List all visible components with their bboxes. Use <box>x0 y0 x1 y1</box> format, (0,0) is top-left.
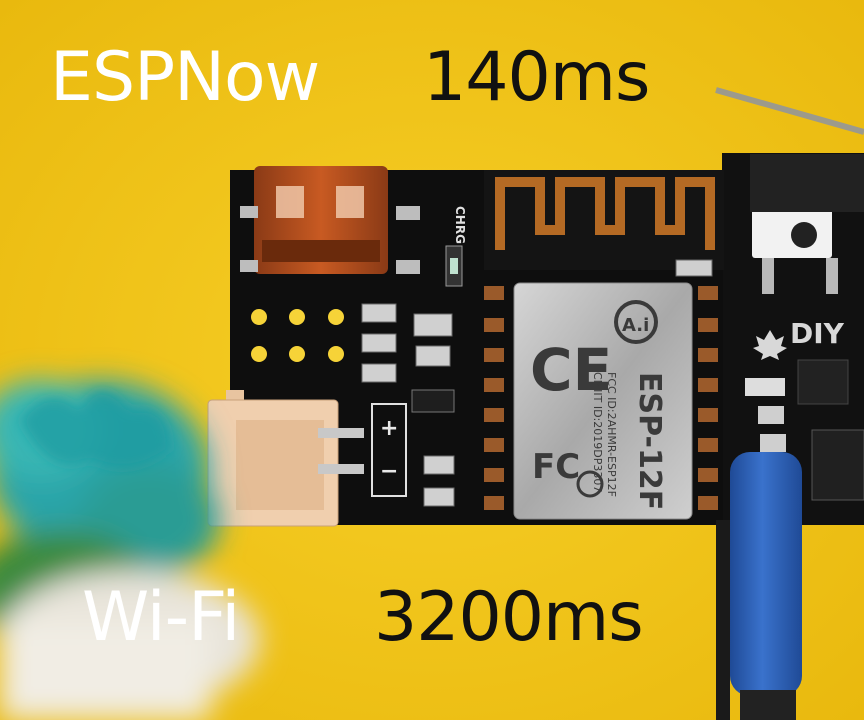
chrg-label: CHRG <box>453 206 467 244</box>
board-module-brand: A.i <box>622 315 649 336</box>
heatshrink-tube <box>730 452 802 696</box>
header-holes <box>251 309 344 362</box>
wire <box>715 87 864 135</box>
pcb-antenna <box>495 177 715 250</box>
module-model: ESP-12F <box>632 372 667 510</box>
maple-leaf-icon <box>753 330 787 360</box>
espnow-label: ESPNow <box>50 38 320 117</box>
fc-mark: FC <box>532 447 580 487</box>
ce-mark: CE <box>530 336 612 404</box>
board-module-fcc_line_2: CMIIT ID:2019DP3307 <box>591 372 604 492</box>
diy-label: DIY <box>790 317 845 350</box>
jst-connector <box>207 390 364 527</box>
plus-label: + <box>380 416 398 441</box>
wifi-label: Wi-Fi <box>82 578 240 657</box>
switch-hole <box>791 222 817 248</box>
board-module-fcc_line_1: FCC ID:2AHMR-ESP12F <box>605 372 618 497</box>
esp12f-module: A.i CE FC ESP-12F FCC ID:2AHMR-ESP12F CM… <box>513 282 693 520</box>
minus-label: − <box>380 459 398 484</box>
espnow-time: 140ms <box>423 38 650 117</box>
wifi-time: 3200ms <box>374 578 644 657</box>
ai-logo <box>614 300 658 344</box>
